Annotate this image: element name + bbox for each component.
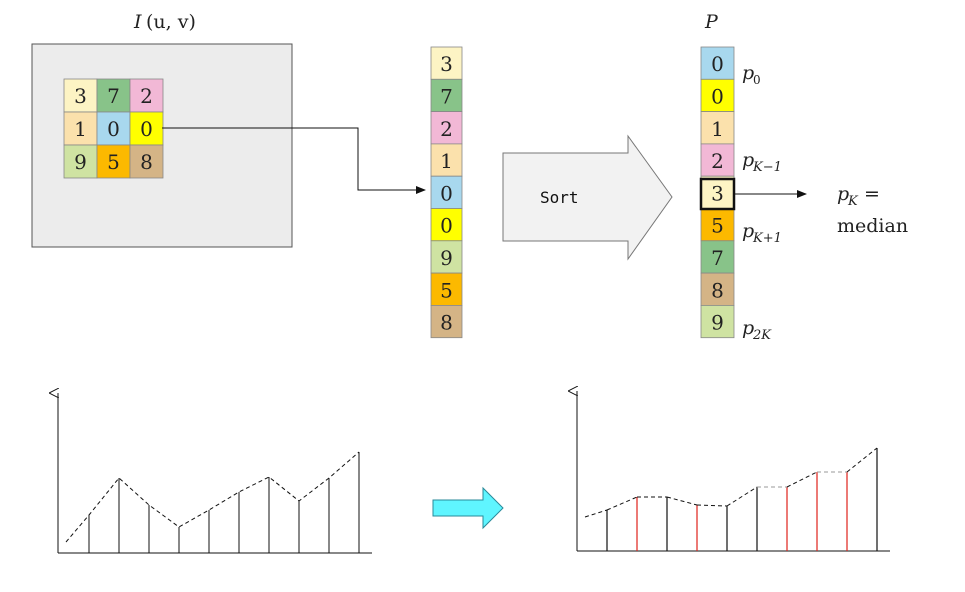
window-cell	[63, 144, 98, 179]
unsorted-column-value: 0	[440, 214, 453, 238]
unsorted-column-cell	[430, 175, 463, 209]
window-cell	[63, 78, 98, 113]
window-to-list-arrow	[162, 127, 426, 194]
sorted-column-value: 1	[711, 117, 724, 141]
median-label-base: p	[837, 183, 849, 205]
label-pk-minus: p K−1	[742, 149, 782, 175]
unsorted-column-cell	[430, 272, 463, 306]
median-label-eq: =	[864, 183, 880, 205]
unsorted-column-cell	[430, 304, 463, 339]
unsorted-column-value: 3	[440, 52, 453, 76]
window-cell-value: 0	[140, 117, 153, 141]
window-cell	[96, 111, 131, 146]
signal-plot-original	[58, 393, 372, 554]
transform-arrow	[432, 486, 504, 530]
label-p0-base: p	[742, 62, 754, 84]
unsorted-column-value: 5	[440, 278, 453, 302]
label-pk-minus-sub: K−1	[752, 160, 782, 175]
filtered-envelope-segment	[606, 496, 638, 511]
label-p0-sub: 0	[753, 73, 761, 87]
unsorted-column-cell	[430, 111, 463, 145]
label-p2k-base: p	[742, 317, 754, 339]
unsorted-column-cell	[430, 143, 463, 177]
sorted-column: 0 0 1 2 3 5 7 8 9	[700, 46, 735, 339]
window-cell-value: 2	[140, 84, 153, 108]
label-p0: p 0	[742, 62, 761, 87]
window-cell-value: 8	[140, 150, 153, 174]
unsorted-column-cell	[430, 78, 463, 113]
unsorted-column-value: 9	[440, 246, 453, 270]
sorted-vector-label: P	[704, 11, 719, 33]
label-pk-plus: p K+1	[742, 220, 782, 246]
filtered-envelope-segment	[584, 509, 608, 518]
label-p2k: p 2K	[742, 317, 772, 343]
sorted-column-value: 7	[711, 246, 724, 270]
sorted-column-cell	[700, 272, 735, 306]
window-cell-value: 7	[107, 84, 120, 108]
sorted-column-cell	[700, 175, 735, 209]
filtered-envelope-segment	[696, 504, 728, 507]
original-envelope	[65, 451, 360, 543]
window-cell	[129, 144, 164, 179]
filtered-envelope-segment	[846, 447, 878, 473]
sort-label: Sort	[540, 188, 579, 207]
sorted-column-value: 0	[711, 52, 724, 76]
sort-arrow-shape	[502, 134, 673, 261]
sorted-column-value: 2	[711, 149, 724, 173]
sorted-column-value: 9	[711, 311, 724, 335]
sorted-column-value: 5	[711, 214, 724, 238]
window-cell-value: 1	[74, 117, 87, 141]
window-cell-value: 5	[107, 150, 120, 174]
image-label-args: (u, v)	[146, 11, 196, 33]
filtered-envelope-segment	[666, 496, 698, 506]
filtered-envelope	[584, 447, 878, 518]
window-cell-value: 0	[107, 117, 120, 141]
sorted-column-cell	[700, 304, 735, 339]
window-cell	[129, 78, 164, 113]
window-cell-value: 9	[74, 150, 87, 174]
sorted-column-cell	[700, 240, 735, 274]
sorted-column-value: 3	[711, 181, 724, 205]
image-label-main: I	[133, 11, 142, 33]
unsorted-column-value: 7	[440, 84, 453, 108]
label-pk-minus-base: p	[742, 149, 754, 171]
label-p2k-sub: 2K	[752, 328, 772, 343]
unsorted-column-value: 0	[440, 181, 453, 205]
label-pk-plus-base: p	[742, 220, 754, 242]
window-cell	[96, 144, 131, 179]
unsorted-column: 3 7 2 1 0 0 9 5 8	[430, 46, 463, 339]
sorted-column-value: 8	[711, 278, 724, 302]
unsorted-column-value: 1	[440, 149, 453, 173]
unsorted-column-value: 2	[440, 117, 453, 141]
signal-plot-filtered	[577, 391, 890, 552]
filtered-envelope-segment	[726, 486, 758, 507]
filtered-stems	[606, 448, 878, 551]
filtered-envelope-segment	[786, 471, 818, 488]
sorted-column-value: 0	[711, 84, 724, 108]
unsorted-column-value: 8	[440, 311, 453, 335]
median-label-sub: K	[847, 194, 859, 209]
median-label-word: median	[837, 215, 908, 237]
median-label: p K = median	[837, 183, 908, 237]
label-pk-plus-sub: K+1	[752, 231, 782, 246]
window-cell-value: 3	[74, 84, 87, 108]
original-stems	[88, 452, 360, 553]
unsorted-column-cell	[430, 46, 463, 80]
